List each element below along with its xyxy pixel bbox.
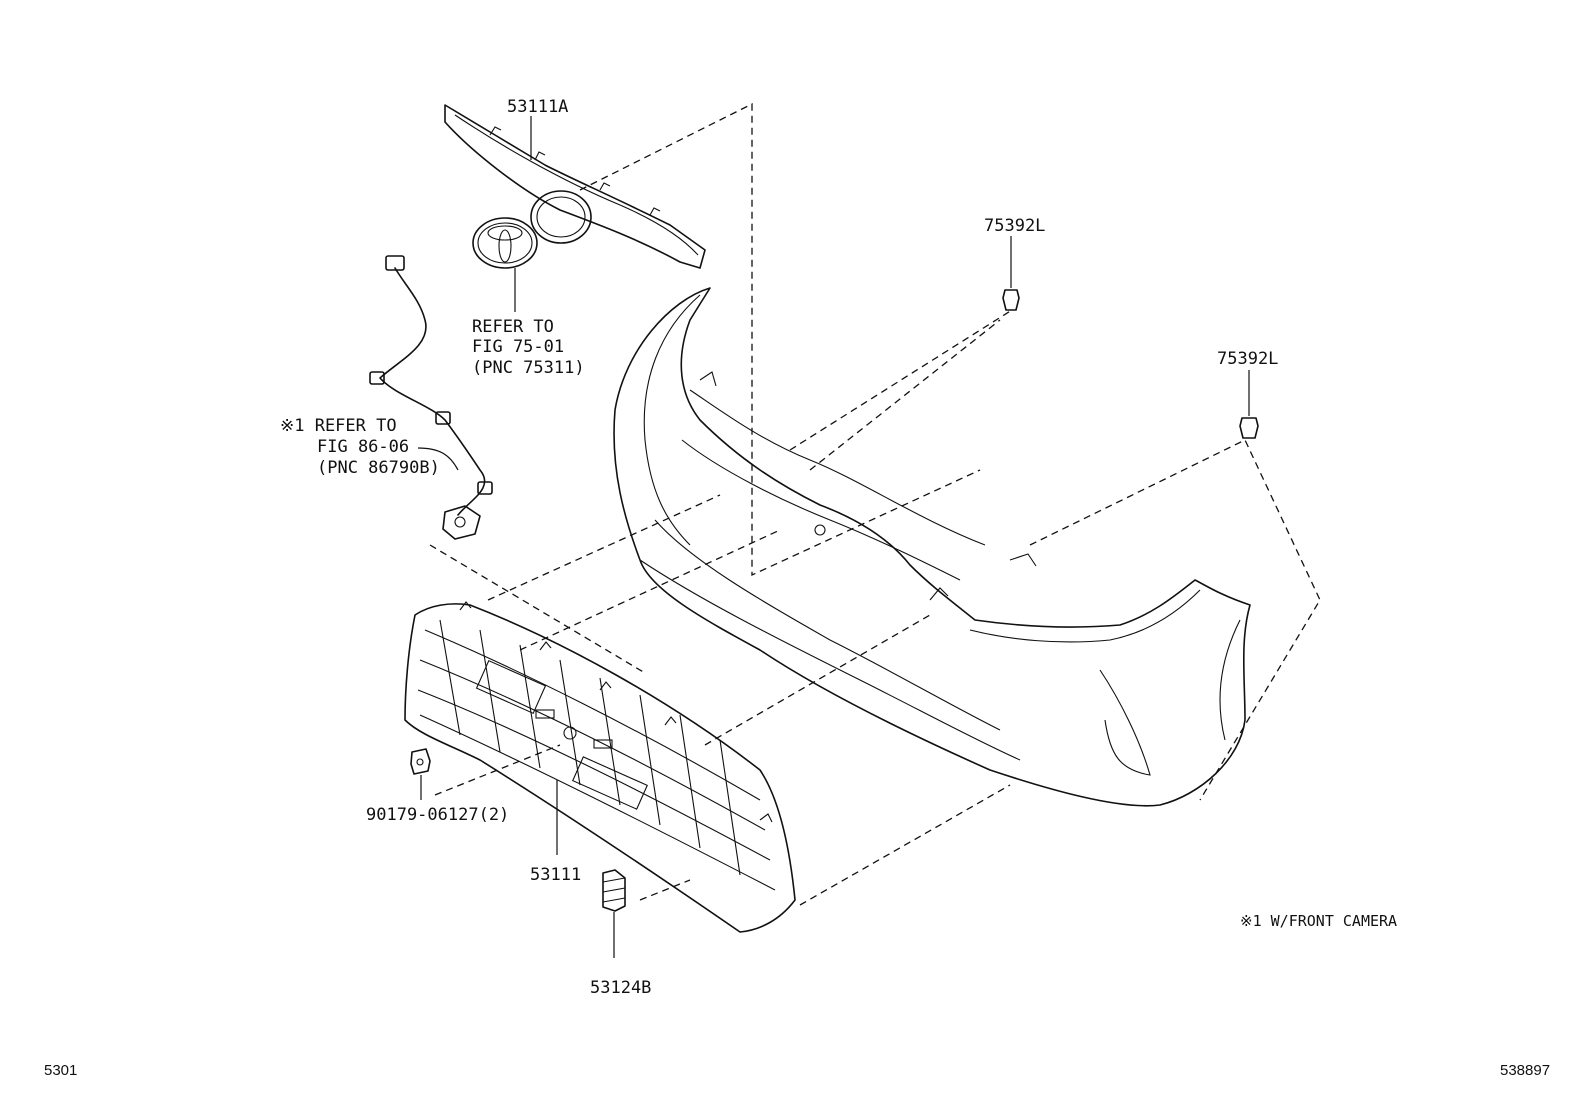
- front-camera-harness[interactable]: [369, 255, 493, 540]
- emblem-ref-line2: FIG 75-01: [472, 337, 564, 357]
- label-90179-06127: 90179-06127(2): [366, 805, 509, 825]
- camera-ref-line1: ※1 REFER TO: [280, 416, 397, 436]
- emblem-logo-icon: [472, 217, 538, 269]
- upper-grille-molding[interactable]: [444, 104, 706, 269]
- bracket-53124B[interactable]: [602, 869, 626, 958]
- clip-75392L-right[interactable]: [1239, 370, 1259, 439]
- camera-ref-line2: FIG 86-06: [317, 437, 409, 457]
- label-75392L-top: 75392L: [984, 216, 1045, 236]
- footer-right-code: 538897: [1500, 1062, 1550, 1079]
- label-75392L-right: 75392L: [1217, 349, 1278, 369]
- footnote-front-camera: ※1 W/FRONT CAMERA: [1240, 912, 1397, 930]
- leader-lines: [417, 116, 558, 855]
- camera-ref-line3: (PNC 86790B): [317, 458, 440, 478]
- footer-left-code: 5301: [44, 1062, 77, 1079]
- label-53124B: 53124B: [590, 978, 651, 998]
- front-bumper-cover[interactable]: [613, 287, 1251, 807]
- radiator-grille[interactable]: [404, 601, 796, 933]
- clip-75392L-top[interactable]: [1002, 236, 1020, 311]
- emblem-ref-line1: REFER TO: [472, 317, 554, 337]
- label-53111A: 53111A: [507, 97, 568, 117]
- nut-90179[interactable]: [410, 748, 431, 800]
- emblem-ref-line3: (PNC 75311): [472, 358, 585, 378]
- assembly-guide-lines: [429, 102, 1321, 906]
- label-53111: 53111: [530, 865, 581, 885]
